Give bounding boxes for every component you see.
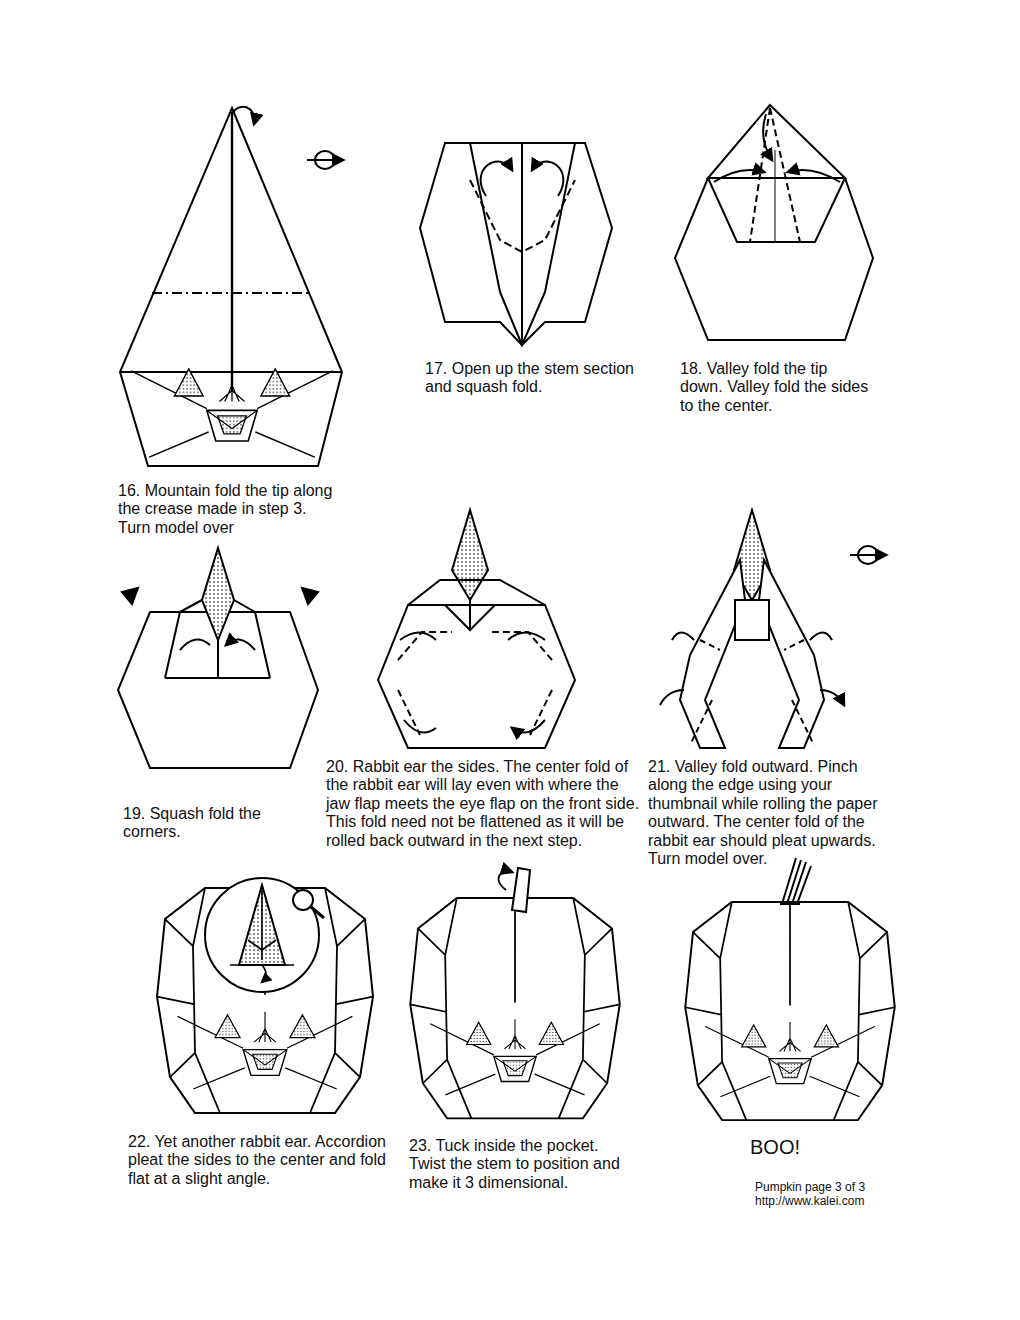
step-caption-box: 17. Open up the stem section and squash … [425,360,635,397]
exclamation: BOO! [750,1136,800,1158]
step-18-figure-part [763,114,772,160]
step-caption-box: 22. Yet another rabbit ear. Accordion pl… [128,1133,398,1188]
step-17-figure [420,143,612,345]
step-21-figure-part [759,560,824,748]
finished-pumpkin-part [685,902,895,1120]
step-20-figure [378,510,575,748]
step-caption-box: 16. Mountain fold the tip along the crea… [118,482,338,537]
step-19-figure-part [122,588,138,604]
step-caption: 16. Mountain fold the tip along the crea… [118,482,332,536]
step-16-figure-part [152,292,310,294]
step-20-figure-part [398,632,552,735]
step-20-figure-part [452,510,488,600]
step-21-figure [660,510,886,748]
step-18-figure-part [708,178,845,242]
step-16-figure-part [120,108,342,466]
step-20-figure-part [408,580,545,630]
step-16-figure-part [232,107,255,124]
finished-pumpkin-part [780,858,811,904]
step-caption-box: 23. Tuck inside the pocket. Twist the st… [409,1137,634,1192]
step-21-figure-part [850,546,886,564]
step-17-figure-part [470,180,575,252]
step-caption: 21. Valley fold outward. Pinch along the… [648,758,877,867]
step-22-figure-part [311,907,324,918]
step-21-figure-part [690,640,814,745]
step-20-figure-part [378,605,575,748]
step-22-figure-part [205,878,319,992]
step-21-figure-part [660,633,844,706]
step-caption-box: 20. Rabbit ear the sides. The center fol… [326,758,642,850]
step-19-figure-part [180,640,255,650]
step-23-figure-part [512,868,530,912]
step-16-figure-part [231,112,233,392]
web-address-box: http://www.kalei.com [755,1195,955,1209]
step-18-figure-part [750,108,800,242]
exclamation-box: BOO! [750,1136,870,1159]
step-caption: 18. Valley fold the tip down. Valley fol… [680,360,868,414]
step-16-figure [120,107,343,466]
step-18-figure-part [714,170,764,182]
step-caption: 22. Yet another rabbit ear. Accordion pl… [128,1133,386,1187]
step-21-figure-part [735,600,769,640]
step-17-figure-part [470,143,575,345]
step-19-figure-part [202,548,234,640]
step-19-figure-part [165,600,270,678]
step-18-figure-part [775,150,776,242]
step-16-figure-part [307,151,343,169]
step-23-figure-part [499,871,512,890]
step-caption: 23. Tuck inside the pocket. Twist the st… [409,1137,620,1191]
step-caption: 17. Open up the stem section and squash … [425,360,634,395]
finished-pumpkin [685,858,895,1120]
step-caption: 20. Rabbit ear the sides. The center fol… [326,758,639,849]
step-20-figure-part [400,633,545,733]
step-caption: 19. Squash fold the corners. [123,805,261,840]
step-caption-box: 21. Valley fold outward. Pinch along the… [648,758,898,868]
step-17-figure-part [420,143,612,345]
step-21-figure-part [680,560,745,748]
step-caption-box: 19. Squash fold the corners. [123,805,303,842]
step-19-figure-part [302,588,318,604]
step-22-figure-part [293,890,313,910]
step-19-figure [118,548,318,768]
step-18-figure-part [675,178,873,340]
page-number: Pumpkin page 3 of 3 [755,1180,865,1194]
step-23-figure-part [410,898,620,1118]
step-23-figure [410,868,620,1118]
step-16-figure-part [131,365,333,457]
step-17-figure-part [481,162,512,196]
step-22-figure [157,878,373,1113]
step-22-figure-part [262,965,266,982]
step-17-figure-part [532,162,563,196]
step-22-figure-part [230,890,294,965]
step-18-figure-part [788,170,840,182]
step-18-figure [675,105,873,340]
page-number-box: Pumpkin page 3 of 3 [755,1181,955,1195]
web-address: http://www.kalei.com [755,1194,864,1208]
step-caption-box: 18. Valley fold the tip down. Valley fol… [680,360,870,415]
